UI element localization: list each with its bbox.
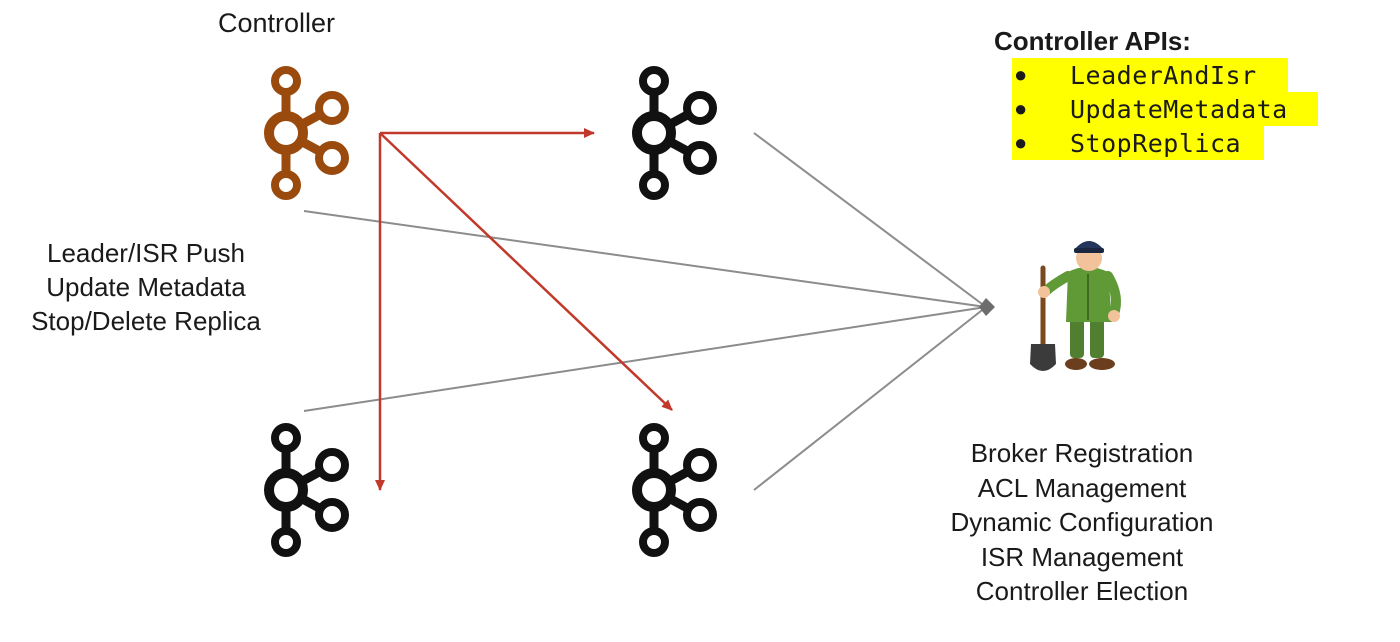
push-action-item: Leader/ISR Push xyxy=(46,238,245,268)
zk-link-broker-bottom-right xyxy=(753,306,987,491)
bullet-icon: ● xyxy=(1014,62,1028,87)
zookeeper-responsibility-item: Dynamic Configuration xyxy=(950,507,1214,537)
push-actions-list: Leader/ISR Push Update Metadata Stop/Del… xyxy=(10,236,282,338)
zk-link-junction xyxy=(979,298,995,316)
controller-apis-title: Controller APIs: xyxy=(994,26,1191,56)
zk-link-broker-bottom-left xyxy=(303,306,987,412)
bullet-icon: ● xyxy=(1014,130,1028,155)
zk-link-controller xyxy=(303,210,987,308)
controller-broker-icon xyxy=(269,70,345,196)
bullet-icon: ● xyxy=(1014,96,1028,121)
zookeeper-responsibility-item: ISR Management xyxy=(980,541,1184,572)
zk-link-broker-top-right xyxy=(753,132,987,308)
zookeeper-responsibilities-list: Broker Registration ACL Management Dynam… xyxy=(922,436,1242,609)
push-action-item: Update Metadata xyxy=(46,272,246,302)
push-arrow-bottom-right xyxy=(379,132,673,411)
controller-label: Controller xyxy=(218,8,336,38)
controller-apis-box: Controller APIs: ● LeaderAndIsr ● Update… xyxy=(994,24,1318,160)
push-action-item: Stop/Delete Replica xyxy=(31,306,261,336)
api-name: StopReplica xyxy=(1070,128,1242,158)
api-name: LeaderAndIsr xyxy=(1070,60,1257,90)
broker-icon-top-right xyxy=(637,70,713,196)
zookeeper-responsibility-item: Controller Election xyxy=(975,576,1189,606)
api-item: ● StopReplica xyxy=(1012,126,1264,160)
api-item: ● UpdateMetadata xyxy=(1012,92,1318,126)
zookeeper-keeper-icon xyxy=(1030,241,1121,371)
broker-icon-bottom-right xyxy=(637,427,713,553)
api-name: UpdateMetadata xyxy=(1070,94,1288,124)
api-item: ● LeaderAndIsr xyxy=(1012,58,1288,92)
broker-icon-bottom-left xyxy=(269,427,345,553)
zookeeper-responsibility-item: Broker Registration xyxy=(970,438,1194,468)
zookeeper-responsibility-item: ACL Management xyxy=(977,472,1187,503)
